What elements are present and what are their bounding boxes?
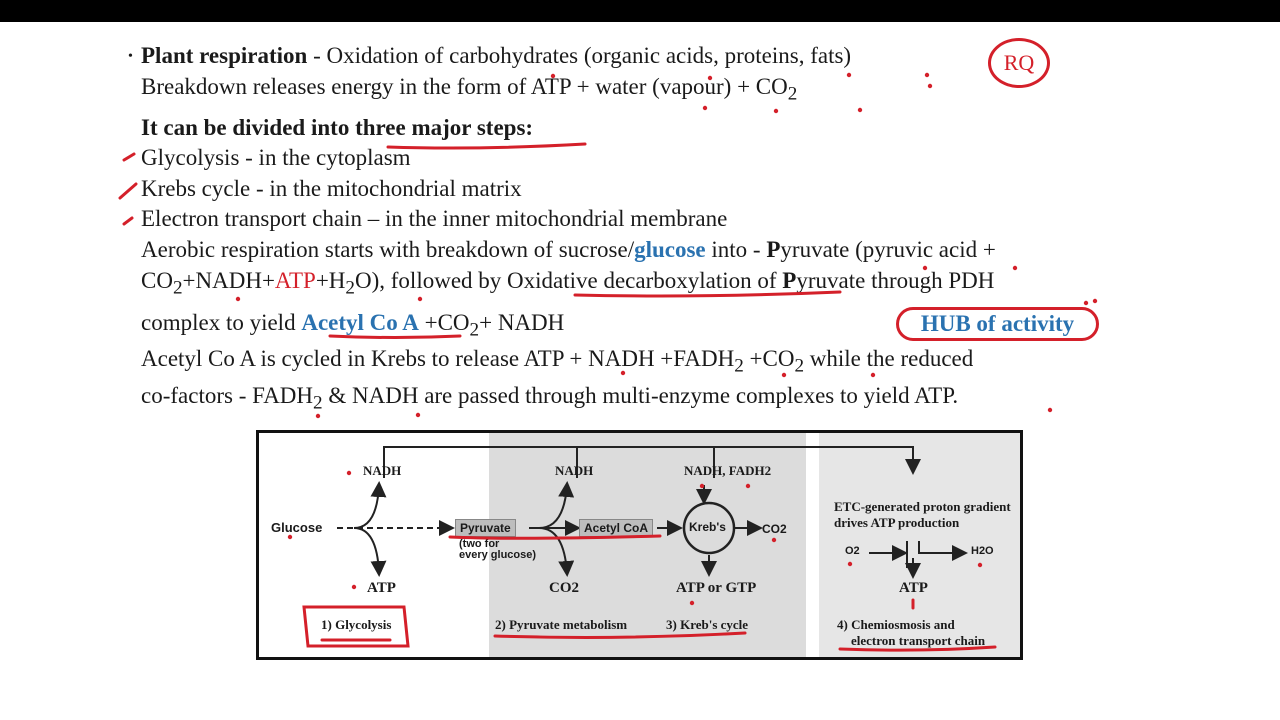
check-krebs <box>118 182 138 200</box>
label-nadh-fadh2: NADH, FADH2 <box>684 463 772 478</box>
stage-3-krebs-cycle: 3) Kreb's cycle <box>666 617 749 632</box>
text-line-7: Aerobic respiration starts with breakdow… <box>141 237 996 262</box>
step-krebs: Krebs cycle - in the mitochondrial matri… <box>141 176 522 201</box>
underline-three-major-steps <box>386 142 587 150</box>
rq-annotation: RQ <box>988 38 1050 88</box>
label-glucose: Glucose <box>271 520 323 535</box>
stage-4-line-2: electron transport chain <box>851 633 986 648</box>
step-etc: Electron transport chain – in the inner … <box>141 206 728 231</box>
term-plant-respiration: Plant respiration <box>141 43 308 68</box>
label-co2-2: CO2 <box>762 522 787 536</box>
pyruvate-note-2: every glucose) <box>459 549 537 561</box>
text-line-10: Acetyl Co A is cycled in Krebs to releas… <box>141 346 974 377</box>
text-line-9: complex to yield Acetyl Co A +CO2+ NADH <box>141 310 565 341</box>
label-h2o: H2O <box>971 545 994 557</box>
box-acetyl-coa: Acetyl CoA <box>579 519 654 537</box>
label-co2-1: CO2 <box>549 580 579 596</box>
hub-of-activity-annotation: HUB of activity <box>896 307 1099 341</box>
label-nadh-1: NADH <box>363 463 402 478</box>
label-krebs: Kreb's <box>689 520 726 534</box>
label-o2: O2 <box>845 545 860 557</box>
label-nadh-2: NADH <box>555 463 594 478</box>
top-black-bar <box>0 0 1280 22</box>
text-line-2: Breakdown releases energy in the form of… <box>141 74 798 105</box>
stage-4-line-1: 4) Chemiosmosis and <box>837 617 955 632</box>
text-line-11: co-factors - FADH2 & NADH are passed thr… <box>141 383 959 414</box>
stage-1-glycolysis: 1) Glycolysis <box>321 617 392 632</box>
etc-text-1: ETC-generated proton gradient <box>834 499 1011 514</box>
bullet-dot: • <box>128 49 133 64</box>
text-line-8: CO2+NADH+ATP+H2O), followed by Oxidative… <box>141 268 995 299</box>
label-atp-2: ATP <box>899 580 928 596</box>
stage-2-pyruvate-metabolism: 2) Pyruvate metabolism <box>495 617 628 632</box>
check-glycolysis <box>122 152 136 162</box>
label-atp-1: ATP <box>367 580 396 596</box>
pyruvate-note-1: (two for <box>459 538 500 550</box>
step-glycolysis: Glycolysis - in the cytoplasm <box>141 145 411 170</box>
label-atp-gtp: ATP or GTP <box>676 580 757 596</box>
etc-text-2: drives ATP production <box>834 515 960 530</box>
box-pyruvate: Pyruvate <box>455 519 516 537</box>
steps-heading: It can be divided into three major steps… <box>141 115 534 140</box>
check-etc <box>122 216 134 226</box>
text-line-1: Plant respiration - Oxidation of carbohy… <box>141 43 852 68</box>
respiration-pathway-figure: NADH Glucose ATP Pyruvate (two for every… <box>256 430 1023 660</box>
